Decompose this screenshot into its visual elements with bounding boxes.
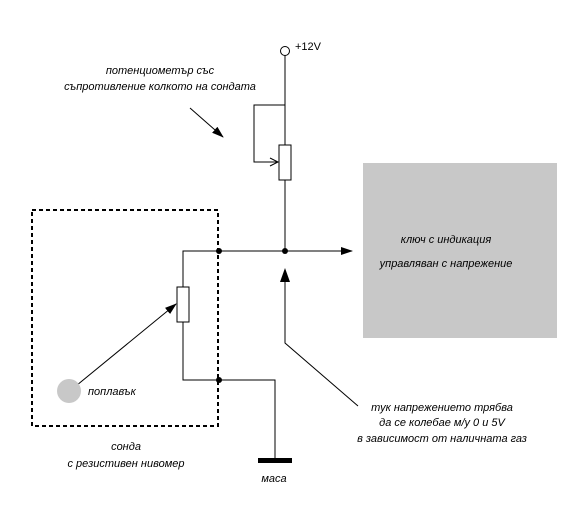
junction-dot-main	[282, 248, 288, 254]
note-line1: тук напрежението трябва	[371, 402, 513, 414]
pot-label-line1: потенциометър със	[106, 65, 215, 77]
float-label: поплавък	[88, 386, 137, 398]
pot-label-line2: съпротивление колкото на сондата	[64, 81, 256, 93]
float-ball	[57, 379, 81, 403]
top-potentiometer	[253, 104, 292, 251]
supply-terminal	[280, 46, 290, 145]
junction-dot-probe-bottom	[216, 377, 222, 383]
note-arrowhead	[280, 268, 290, 282]
switch-label-line1: ключ с индикация	[401, 234, 492, 246]
probe-label-line2: с резистивен нивомер	[68, 458, 185, 470]
probe-potentiometer	[70, 250, 276, 458]
note-line2: да се колебае м/у 0 и 5V	[379, 417, 506, 429]
probe-box	[31, 209, 219, 427]
ground-label: маса	[261, 473, 286, 485]
switch-block	[363, 163, 557, 338]
switch-label-line2: управляван с напрежение	[379, 258, 513, 270]
note-line3: в зависимост от наличната газ	[357, 433, 527, 445]
supply-label: +12V	[295, 41, 322, 53]
probe-label-line1: сонда	[111, 441, 141, 453]
ground-symbol	[258, 458, 292, 463]
pot-label-arrow	[189, 107, 224, 138]
note-arrow	[284, 276, 359, 407]
